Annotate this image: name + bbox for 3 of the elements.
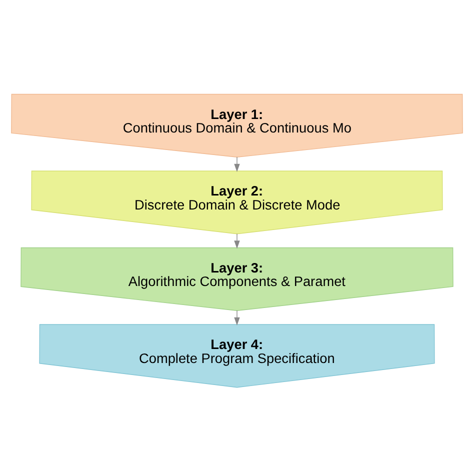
- arrow: [234, 156, 240, 172]
- arrow: [234, 310, 240, 326]
- arrow: [234, 232, 240, 248]
